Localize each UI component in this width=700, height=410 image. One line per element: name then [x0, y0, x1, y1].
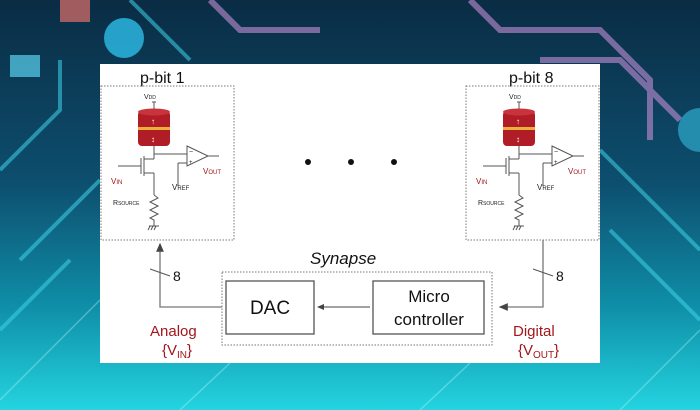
svg-text:+: +	[554, 160, 558, 166]
opamp-icon: − +	[186, 145, 219, 167]
ground-icon	[147, 225, 159, 231]
digital-label: Digital	[513, 323, 555, 340]
pbit-1: p-bit 1 VDD ↑ ↕ − + VOUT	[100, 70, 235, 241]
pbit-1-circuit: VDD ↑ ↕ − + VOUT VREF	[111, 94, 221, 231]
svg-text:+: +	[189, 160, 193, 166]
pbit-1-box	[100, 85, 235, 241]
pbit-8-circuit: VDD ↑ ↕ − + VOUT VREF	[476, 94, 586, 231]
synapse-title: Synapse	[310, 249, 376, 268]
pbit-8-box	[465, 85, 600, 241]
analog-bus-line	[156, 242, 222, 308]
digital-bus-line	[498, 240, 544, 311]
svg-text:VDD: VDD	[509, 94, 521, 101]
pbit-1-title: p-bit 1	[140, 70, 185, 87]
svg-text:VREF: VREF	[537, 183, 555, 192]
pbit-8-title: p-bit 8	[509, 70, 554, 87]
micro-label-line2: controller	[394, 310, 464, 329]
dac-block: DAC	[225, 280, 315, 335]
svg-text:VOUT: VOUT	[203, 167, 221, 176]
ellipsis-dots	[305, 159, 397, 165]
svg-text:VIN: VIN	[111, 177, 122, 186]
opamp-icon: − +	[551, 145, 584, 167]
pbit-8: p-bit 8 VDD ↑ ↕ − + VOUT	[465, 70, 600, 241]
dac-label: DAC	[250, 298, 290, 319]
synapse-box	[221, 271, 493, 346]
mtj-icon: ↑ ↕	[138, 108, 170, 146]
svg-text:VIN: VIN	[476, 177, 487, 186]
digital-vout-label: {VOUT}	[518, 342, 559, 361]
svg-text:RSOURCE: RSOURCE	[113, 200, 140, 207]
svg-text:VREF: VREF	[172, 183, 190, 192]
resistor-icon	[148, 194, 160, 226]
transistor-icon	[483, 154, 520, 195]
svg-text:↕: ↕	[151, 135, 155, 144]
svg-text:↕: ↕	[516, 135, 520, 144]
bus-slash-left	[149, 268, 171, 277]
svg-text:−: −	[189, 149, 193, 156]
mtj-icon: ↑ ↕	[503, 108, 535, 146]
analog-vin-label: {VIN}	[162, 342, 192, 361]
svg-text:VDD: VDD	[144, 94, 156, 101]
microcontroller-block: Micro controller	[372, 280, 485, 335]
svg-text:RSOURCE: RSOURCE	[478, 200, 505, 207]
analog-label: Analog	[150, 323, 197, 340]
micro-label-line1: Micro	[408, 287, 450, 306]
svg-text:VOUT: VOUT	[568, 167, 586, 176]
bus-width-right: 8	[556, 268, 564, 284]
bus-width-left: 8	[173, 268, 181, 284]
transistor-icon	[118, 154, 155, 195]
bus-slash-right	[532, 268, 554, 277]
svg-text:↑: ↑	[151, 117, 155, 126]
svg-text:↑: ↑	[516, 117, 520, 126]
resistor-icon	[513, 194, 525, 226]
ground-icon	[512, 225, 524, 231]
svg-text:−: −	[554, 149, 558, 156]
